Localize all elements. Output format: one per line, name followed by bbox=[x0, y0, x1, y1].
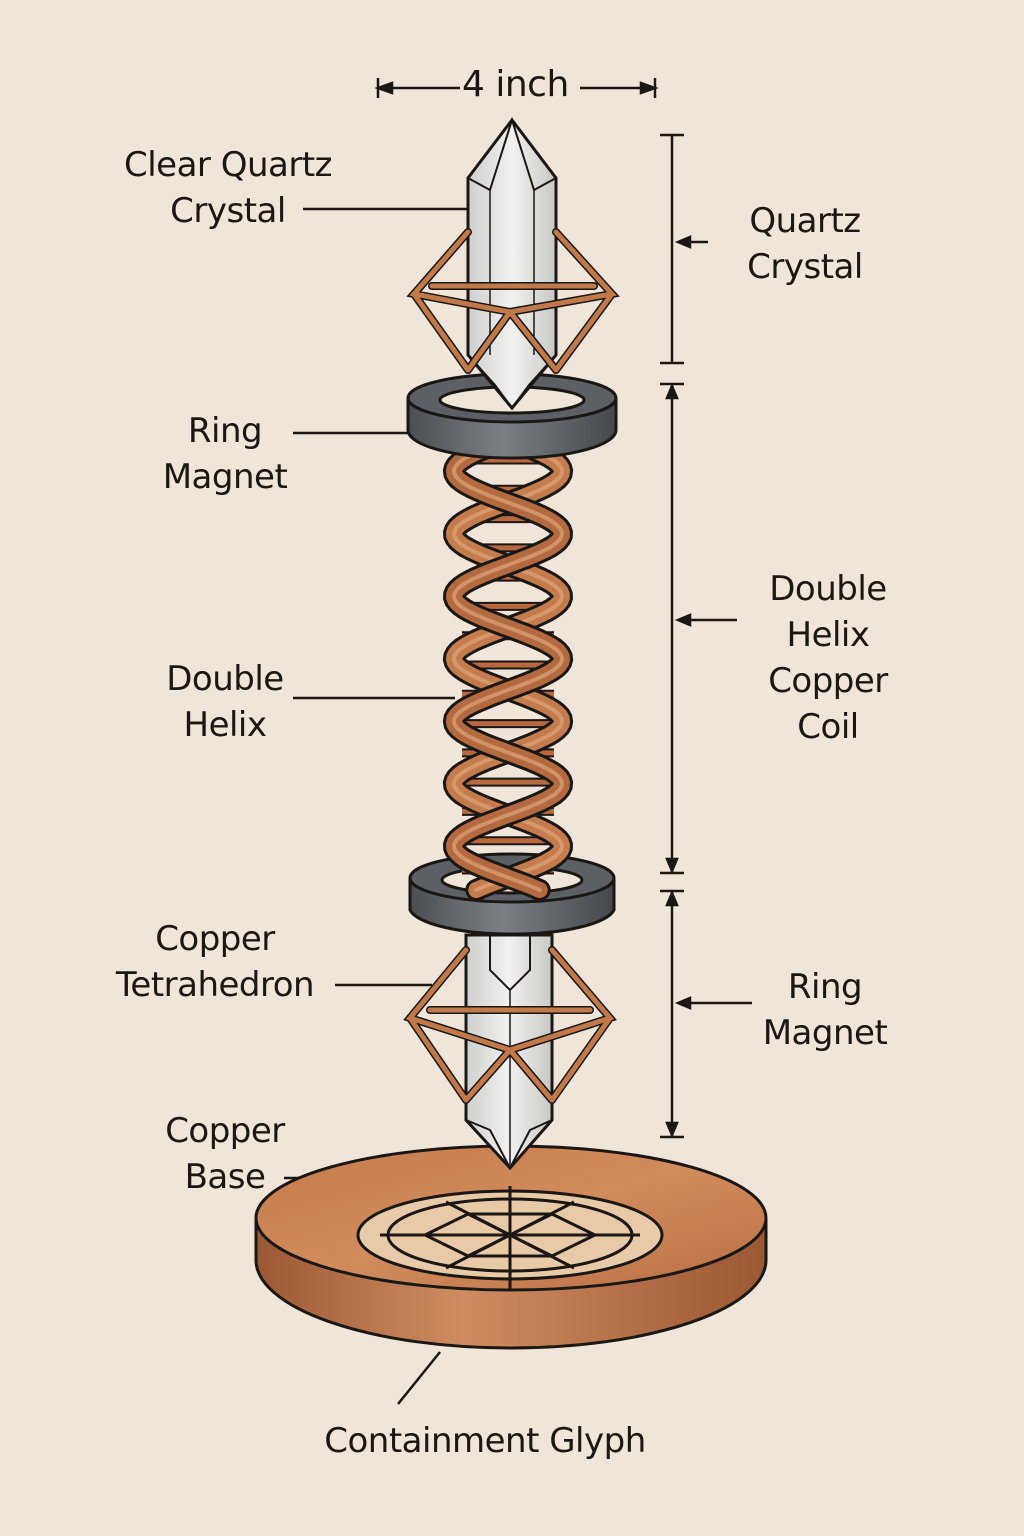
label-line: Copper bbox=[155, 919, 275, 959]
label-line: Crystal bbox=[747, 247, 863, 287]
label-containment-glyph: Containment Glyph bbox=[290, 1418, 680, 1464]
label-line: Clear Quartz bbox=[123, 145, 333, 185]
label-copper-base: Copper Base bbox=[140, 1108, 310, 1200]
copper-tetrahedron-fill bbox=[405, 947, 615, 1103]
label-line: Ring bbox=[187, 411, 263, 451]
label-line: Magnet bbox=[162, 457, 288, 497]
label-line: Copper bbox=[768, 661, 888, 701]
top-tetrahedron-fill bbox=[409, 229, 617, 373]
label-line: Tetrahedron bbox=[115, 965, 315, 1005]
label-line: Quartz bbox=[749, 201, 861, 241]
label-line: Copper bbox=[165, 1111, 285, 1151]
width-dimension-label: 4 inch bbox=[462, 64, 569, 105]
helix-strand-highlight bbox=[451, 438, 565, 892]
label-line: Coil bbox=[797, 707, 859, 747]
label-quartz-crystal: Quartz Crystal bbox=[730, 198, 880, 290]
label-double-helix-copper-coil: Double Helix Copper Coil bbox=[748, 566, 908, 750]
label-line: Containment Glyph bbox=[324, 1421, 646, 1461]
containment-glyph-pattern bbox=[380, 1186, 640, 1290]
label-copper-tetrahedron: Copper Tetrahedron bbox=[102, 916, 328, 1008]
top-quartz-crystal bbox=[466, 116, 558, 411]
label-line: Ring bbox=[787, 967, 863, 1007]
width-dimension-line bbox=[374, 78, 659, 98]
label-ring-magnet-top: Ring Magnet bbox=[140, 408, 310, 500]
label-line: Base bbox=[184, 1157, 266, 1197]
label-line: Crystal bbox=[170, 191, 286, 231]
label-line: Double bbox=[769, 569, 887, 609]
label-clear-quartz-crystal: Clear Quartz Crystal bbox=[108, 142, 348, 234]
double-helix-copper-coil bbox=[442, 429, 574, 901]
label-ring-magnet-bottom: Ring Magnet bbox=[745, 964, 905, 1056]
right-dimension-lines bbox=[660, 133, 752, 1139]
label-line: Helix bbox=[183, 705, 268, 745]
label-line: Magnet bbox=[762, 1013, 888, 1053]
label-line: Double bbox=[166, 659, 284, 699]
label-double-helix: Double Helix bbox=[140, 656, 310, 748]
label-line: Helix bbox=[786, 615, 871, 655]
